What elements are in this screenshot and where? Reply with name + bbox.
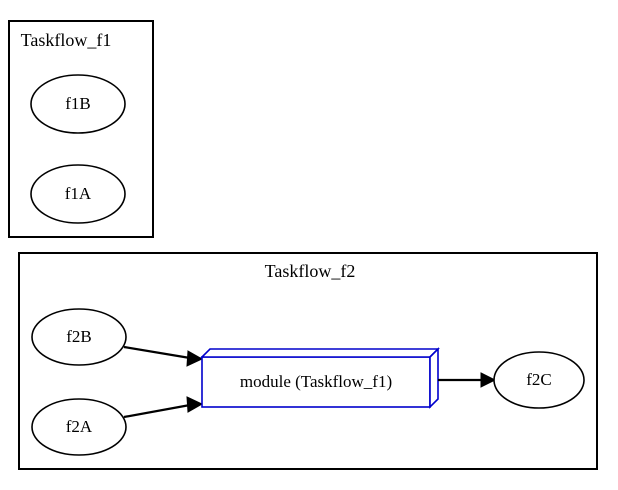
node-module-taskflow-f1[interactable]: module (Taskflow_f1)	[200, 347, 440, 409]
node-f2C-shape	[493, 351, 585, 409]
edge-f2A-to-module-arrowhead	[186, 396, 204, 413]
node-f2B[interactable]: f2B	[31, 308, 127, 366]
edge-f2A-to-module	[123, 396, 204, 419]
edge-module-to-f2C	[438, 372, 497, 388]
node-f1B-label: f1B	[65, 94, 91, 113]
cluster-taskflow-f2-label: Taskflow_f2	[265, 261, 356, 281]
node-f1B[interactable]: f1B	[30, 74, 126, 134]
edge-f2B-to-module	[123, 345, 204, 367]
cluster-taskflow-f1[interactable]: Taskflow_f1 f1B f1A	[8, 20, 154, 238]
node-module-top-face	[200, 348, 440, 358]
node-f2C[interactable]: f2C	[493, 351, 585, 409]
cluster-taskflow-f1-border	[8, 20, 154, 238]
node-f2A-label: f2A	[66, 417, 93, 436]
cluster-taskflow-f1-label: Taskflow_f1	[21, 30, 112, 50]
cluster-taskflow-f2[interactable]: Taskflow_f2 f2B f2A	[18, 252, 598, 470]
node-f1A[interactable]: f1A	[30, 164, 126, 224]
cluster-taskflow-f2-border	[18, 252, 598, 470]
edge-f2A-to-module-line	[123, 403, 191, 419]
node-f2A-shape	[31, 398, 127, 456]
node-module-right-face	[429, 347, 439, 409]
node-f2A[interactable]: f2A	[31, 398, 127, 456]
edge-f2B-to-module-arrowhead	[186, 350, 204, 367]
node-f2C-label: f2C	[526, 370, 552, 389]
node-f1A-label: f1A	[65, 184, 92, 203]
node-f2B-label: f2B	[66, 327, 92, 346]
edge-f2B-to-module-line	[123, 345, 191, 360]
node-f2B-shape	[31, 308, 127, 366]
edge-module-to-f2C-arrowhead	[480, 372, 497, 388]
node-f1A-shape	[30, 164, 126, 224]
node-f1B-shape	[30, 74, 126, 134]
node-module-label: module (Taskflow_f1)	[240, 372, 392, 391]
